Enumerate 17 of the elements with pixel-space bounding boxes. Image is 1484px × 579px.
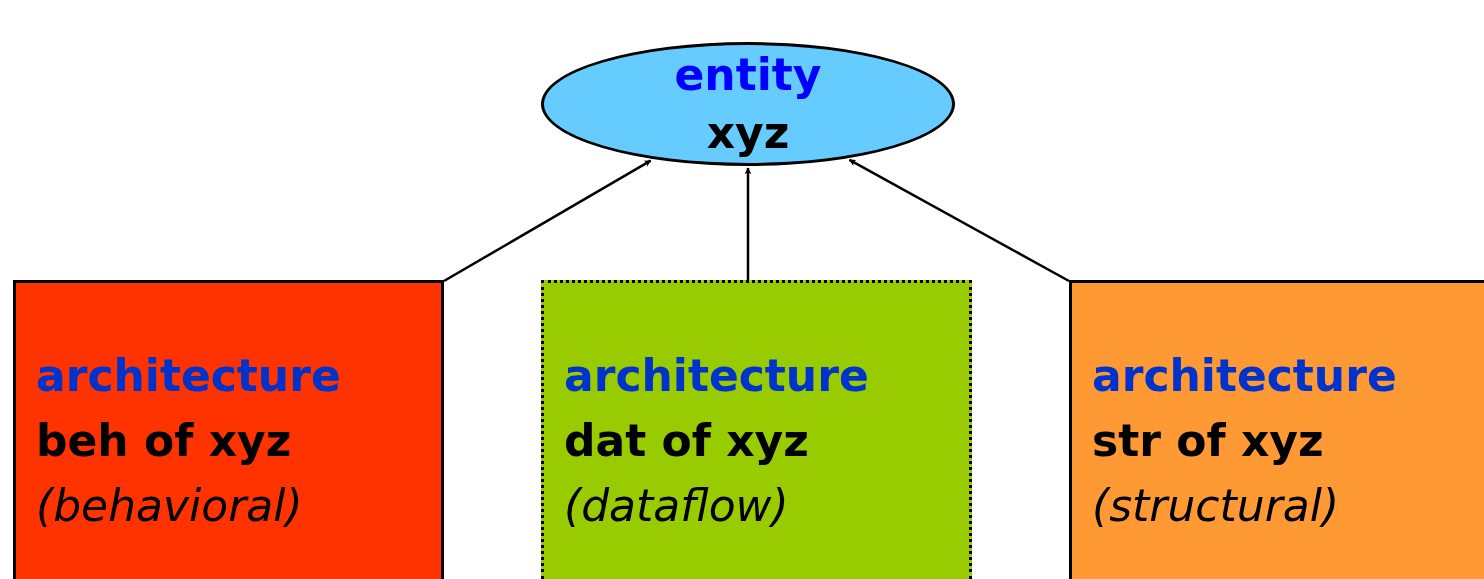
arrow [443, 159, 652, 283]
architecture-style: (structural) [1092, 479, 1340, 533]
architecture-name: beh of xyz [36, 414, 292, 468]
architecture-style: (dataflow) [564, 479, 789, 533]
architecture-keyword: architecture [564, 349, 869, 403]
architecture-name: str of xyz [1092, 414, 1324, 468]
entity-name: xyz [706, 106, 790, 160]
architecture-name: dat of xyz [564, 414, 809, 468]
architecture-box [541, 280, 972, 579]
arrow [744, 167, 752, 281]
arrow [848, 158, 1070, 283]
architecture-style: (behavioral) [36, 479, 303, 533]
architecture-box [1069, 280, 1484, 579]
architecture-box [13, 280, 444, 579]
architecture-keyword: architecture [1092, 349, 1397, 403]
architecture-keyword: architecture [36, 349, 341, 403]
entity-keyword: entity [674, 48, 822, 102]
